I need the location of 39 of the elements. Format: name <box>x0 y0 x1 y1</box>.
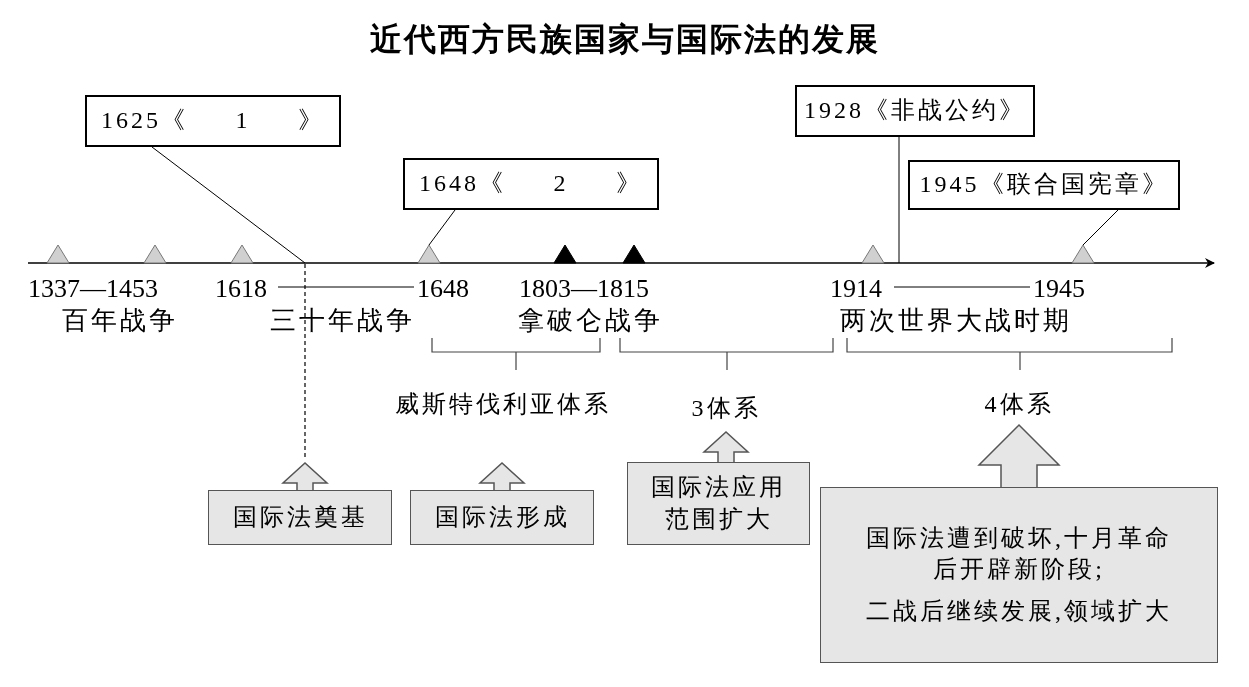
leader-line <box>428 209 456 246</box>
box-text: 1928《非战公约》 <box>804 96 1026 126</box>
leader-line <box>1082 209 1119 246</box>
box-text: 二战后继续发展,领域扩大 <box>866 596 1172 626</box>
box-text: 1625《 1 》 <box>101 106 325 136</box>
note-box <box>410 490 594 545</box>
block-arrow <box>702 431 750 463</box>
year-range: 1803—1815 <box>519 276 649 302</box>
year: 1648 <box>417 276 469 302</box>
box-text: 1648《 2 》 <box>419 169 643 199</box>
system-label: 4体系 <box>984 390 1054 420</box>
treaty-box <box>403 158 659 210</box>
box-text: 国际法奠基 <box>232 502 368 532</box>
system-label: 威斯特伐利亚体系 <box>394 390 611 420</box>
box-text: 国际法遭到破坏,十月革命后开辟新阶段; <box>865 524 1173 585</box>
diagram-title: 近代西方民族国家与国际法的发展 <box>368 20 881 59</box>
system-label: 3体系 <box>691 393 761 423</box>
block-arrow <box>281 462 329 491</box>
period-name: 拿破仑战争 <box>518 308 663 334</box>
note-box <box>208 490 392 545</box>
note-box <box>627 462 810 545</box>
leader-line <box>151 146 306 264</box>
year: 1618 <box>215 276 267 302</box>
box-text: 国际法应用范围扩大 <box>650 473 787 534</box>
period-name: 百年战争 <box>62 308 178 334</box>
year-range: 1337—1453 <box>28 276 158 302</box>
treaty-box <box>85 95 341 147</box>
period-name: 三十年战争 <box>270 308 415 334</box>
year: 1914 <box>830 276 882 302</box>
note-box <box>820 487 1218 663</box>
treaty-box <box>908 160 1180 210</box>
treaty-box <box>795 85 1035 137</box>
box-text: 1945《联合国宪章》 <box>919 170 1169 200</box>
period-name: 两次世界大战时期 <box>840 308 1072 334</box>
block-arrow <box>977 423 1061 488</box>
block-arrow <box>478 462 526 491</box>
box-text: 国际法形成 <box>434 502 570 532</box>
leader-line <box>898 136 900 264</box>
year: 1945 <box>1033 276 1085 302</box>
